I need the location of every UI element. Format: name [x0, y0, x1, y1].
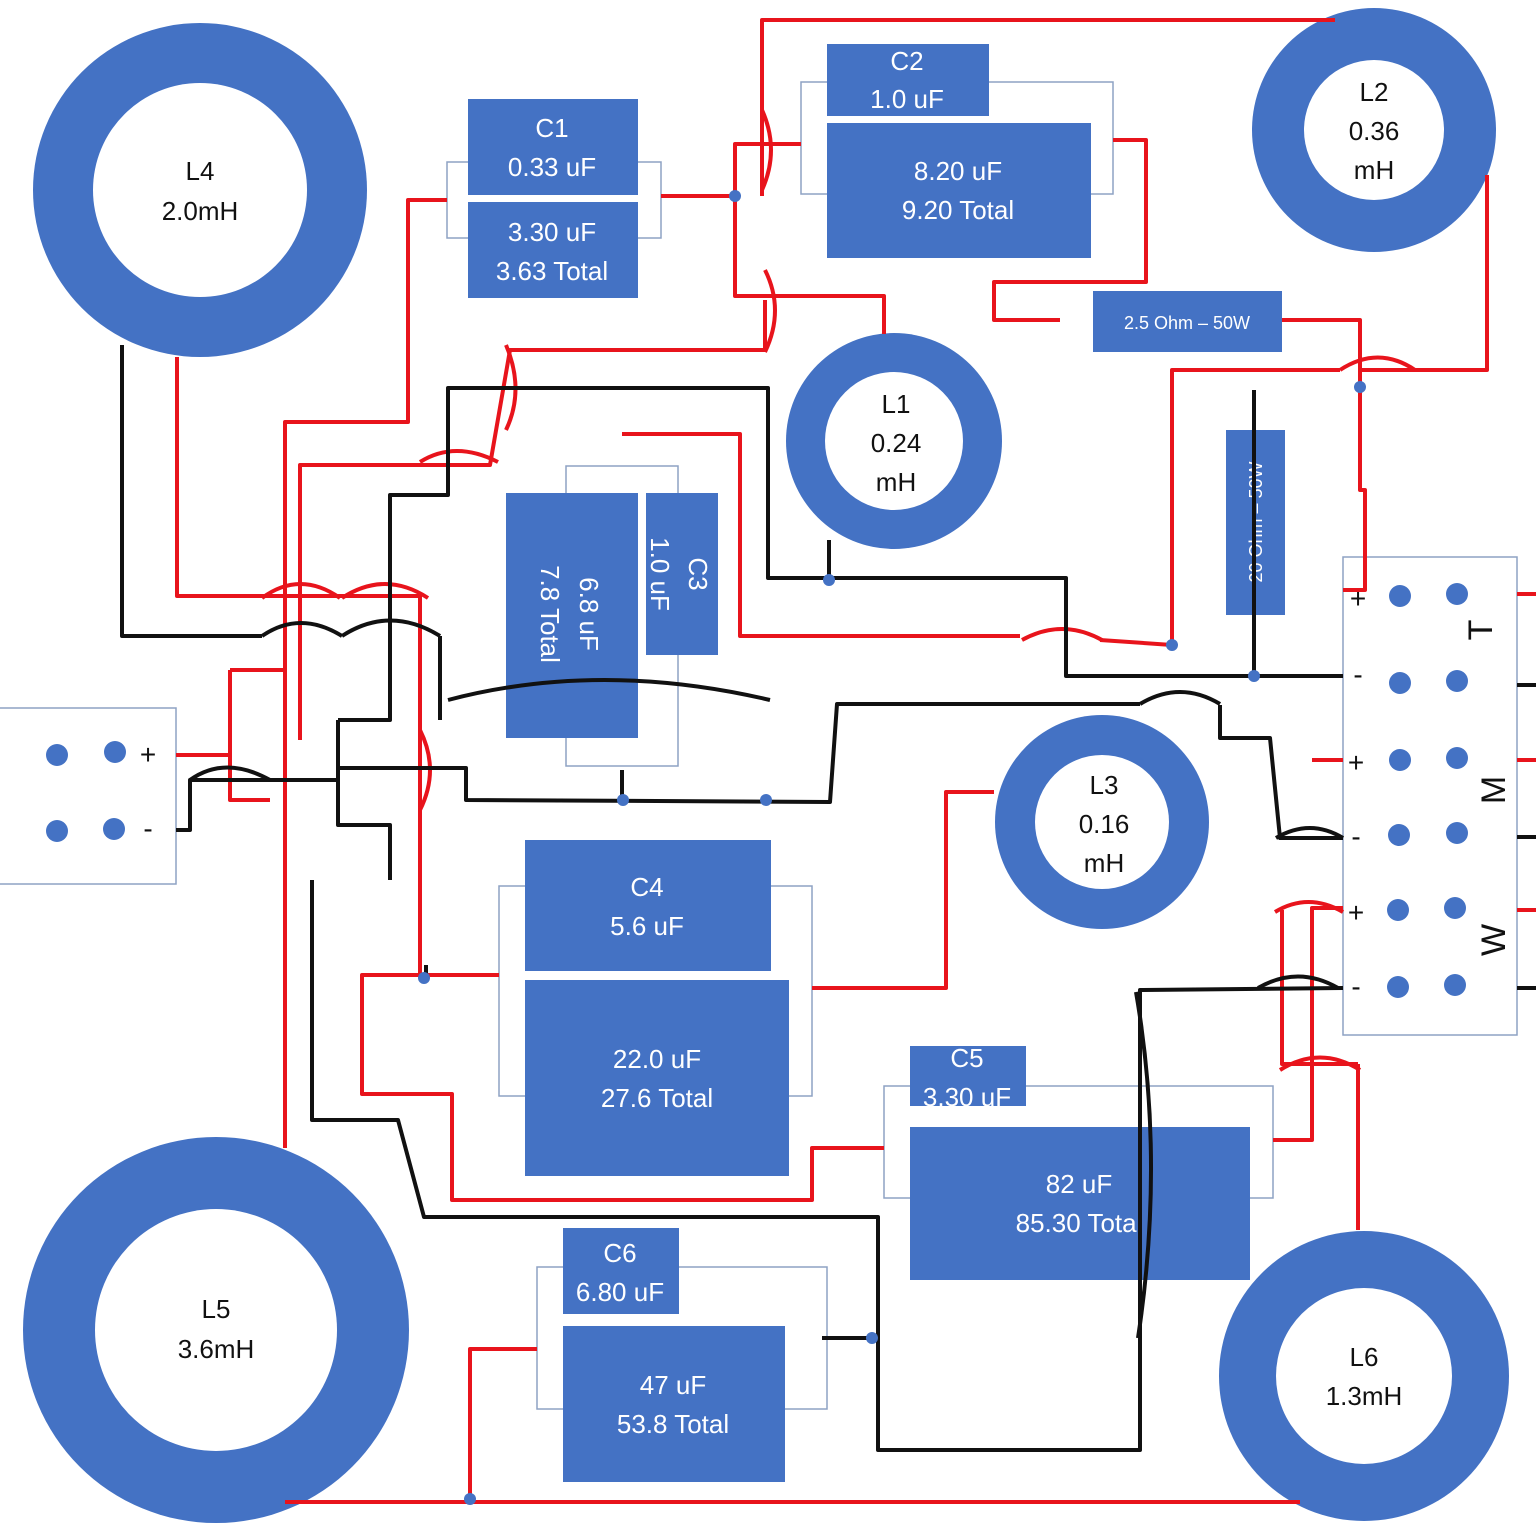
c6-total: 53.8 Total	[617, 1409, 729, 1439]
c2-value: 1.0 uF	[870, 84, 944, 114]
input-minus-label: -	[143, 813, 152, 844]
mid-plus-label: +	[1348, 747, 1364, 778]
c2-total: 9.20 Total	[902, 195, 1014, 225]
c6-name: C6	[603, 1238, 636, 1268]
resistor-2-5-ohm: 2.5 Ohm – 50W	[1093, 291, 1282, 352]
c1-second-value: 3.30 uF	[508, 217, 596, 247]
woofer-label: W	[1475, 924, 1513, 956]
l3-name: L3	[1090, 770, 1119, 800]
inductor-l6: L6 1.3mH	[1219, 1231, 1509, 1521]
c3-name: C3	[683, 557, 713, 590]
inductor-l5: L5 3.6mH	[23, 1137, 409, 1523]
c5-value: 3.30 uF	[923, 1082, 1011, 1112]
l4-name: L4	[186, 156, 215, 186]
c4-name: C4	[630, 872, 663, 902]
inductor-l2: L2 0.36 mH	[1252, 8, 1496, 252]
input-terminal: + -	[0, 707, 177, 885]
l3-unit: mH	[1084, 848, 1124, 878]
capacitor-c6: C6 6.80 uF 47 uF 53.8 Total	[563, 1228, 785, 1482]
c5-name: C5	[950, 1043, 983, 1073]
c1-total: 3.63 Total	[496, 256, 608, 286]
l2-name: L2	[1360, 77, 1389, 107]
c6-second-value: 47 uF	[640, 1370, 707, 1400]
l1-value: 0.24	[871, 428, 922, 458]
l5-value: 3.6mH	[178, 1334, 255, 1364]
tweeter-label: T	[1462, 620, 1500, 641]
inductor-l3: L3 0.16 mH	[995, 715, 1209, 929]
c4-value: 5.6 uF	[610, 911, 684, 941]
capacitor-c1: C1 0.33 uF 3.30 uF 3.63 Total	[468, 99, 638, 298]
c5-second-value: 82 uF	[1046, 1169, 1113, 1199]
r1-label: 2.5 Ohm – 50W	[1124, 313, 1250, 333]
mid-label: M	[1475, 776, 1513, 804]
inductor-l1: L1 0.24 mH	[786, 333, 1002, 549]
l2-unit: mH	[1354, 155, 1394, 185]
c1-name: C1	[535, 113, 568, 143]
c2-second-value: 8.20 uF	[914, 156, 1002, 186]
inductor-l4: L4 2.0mH	[33, 23, 367, 357]
tweeter-minus-label: -	[1353, 659, 1362, 690]
l5-name: L5	[202, 1294, 231, 1324]
l3-value: 0.16	[1079, 809, 1130, 839]
c1-value: 0.33 uF	[508, 152, 596, 182]
c4-total: 27.6 Total	[601, 1083, 713, 1113]
output-terminal: + - + - + - T M W	[1342, 556, 1518, 1036]
l1-unit: mH	[876, 467, 916, 497]
l2-value: 0.36	[1349, 116, 1400, 146]
c2-name: C2	[890, 46, 923, 76]
capacitor-c2: C2 1.0 uF 8.20 uF 9.20 Total	[827, 44, 1091, 258]
l1-name: L1	[882, 389, 911, 419]
c4-second-value: 22.0 uF	[613, 1044, 701, 1074]
l6-name: L6	[1350, 1342, 1379, 1372]
input-plus-label: +	[140, 739, 156, 770]
c6-value: 6.80 uF	[576, 1277, 664, 1307]
woofer-minus-label: -	[1351, 971, 1360, 1002]
c3-value: 1.0 uF	[645, 537, 675, 611]
capacitor-c3: C3 1.0 uF 6.8 uF 7.8 Total	[506, 493, 718, 738]
negative-wires	[120, 345, 1536, 1452]
woofer-plus-label: +	[1348, 897, 1364, 928]
c3-total: 7.8 Total	[535, 565, 565, 663]
l4-value: 2.0mH	[162, 196, 239, 226]
c3-second-value: 6.8 uF	[574, 577, 604, 651]
junction-dots	[418, 190, 1366, 1505]
l6-value: 1.3mH	[1326, 1381, 1403, 1411]
capacitor-c4: C4 5.6 uF 22.0 uF 27.6 Total	[525, 840, 789, 1176]
c5-total: 85.30 Total	[1016, 1208, 1143, 1238]
mid-minus-label: -	[1351, 821, 1360, 852]
capacitor-c5: C5 3.30 uF 82 uF 85.30 Total	[910, 1043, 1250, 1280]
